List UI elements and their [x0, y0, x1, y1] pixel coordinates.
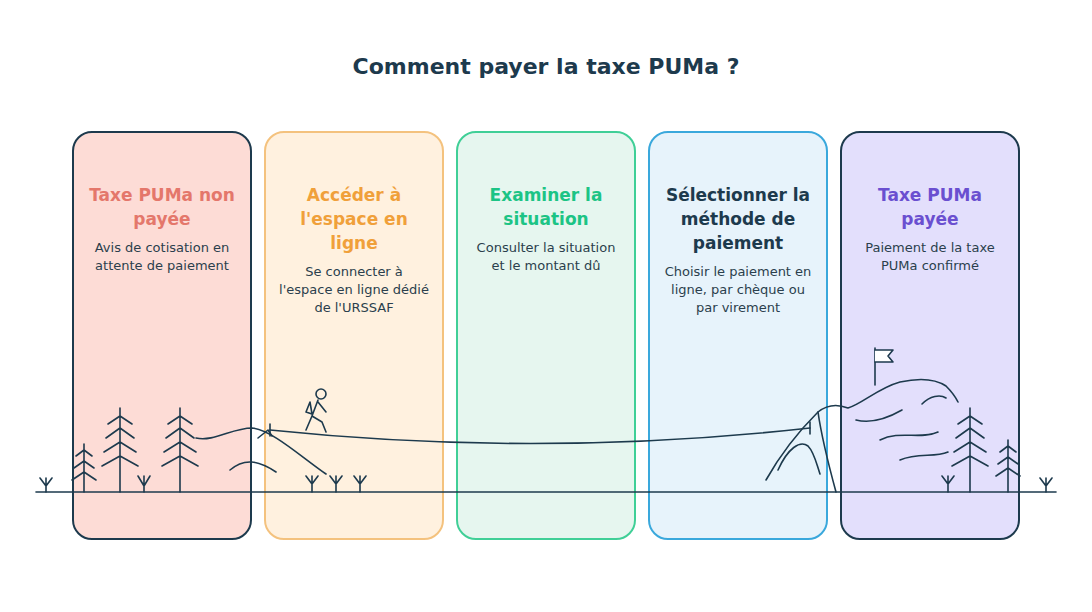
step-heading: Taxe PUMa non payée — [84, 183, 240, 231]
step-heading: Taxe PUMa payée — [852, 183, 1008, 231]
step-column: Sélectionner la méthode de paiementChois… — [648, 131, 828, 540]
step-heading: Accéder à l'espace en ligne — [276, 183, 432, 255]
step-column: Taxe PUMa non payéeAvis de cotisation en… — [72, 131, 252, 540]
step-column: Accéder à l'espace en ligne Se connecter … — [264, 131, 444, 540]
step-heading: Examiner la situation — [468, 183, 624, 231]
step-description: Se connecter à l'espace en ligne dédié d… — [278, 263, 430, 317]
step-description: Avis de cotisation en attente de paiemen… — [86, 239, 238, 275]
step-description: Consulter la situation et le montant dû — [470, 239, 622, 275]
step-description: Choisir le paiement en ligne, par chèque… — [662, 263, 814, 317]
step-description: Paiement de la taxe PUMa confirmé — [854, 239, 1006, 275]
step-column: Taxe PUMa payéePaiement de la taxe PUMa … — [840, 131, 1020, 540]
step-column: Examiner la situationConsulter la situat… — [456, 131, 636, 540]
diagram-title: Comment payer la taxe PUMa ? — [0, 54, 1092, 79]
step-heading: Sélectionner la méthode de paiement — [660, 183, 816, 255]
